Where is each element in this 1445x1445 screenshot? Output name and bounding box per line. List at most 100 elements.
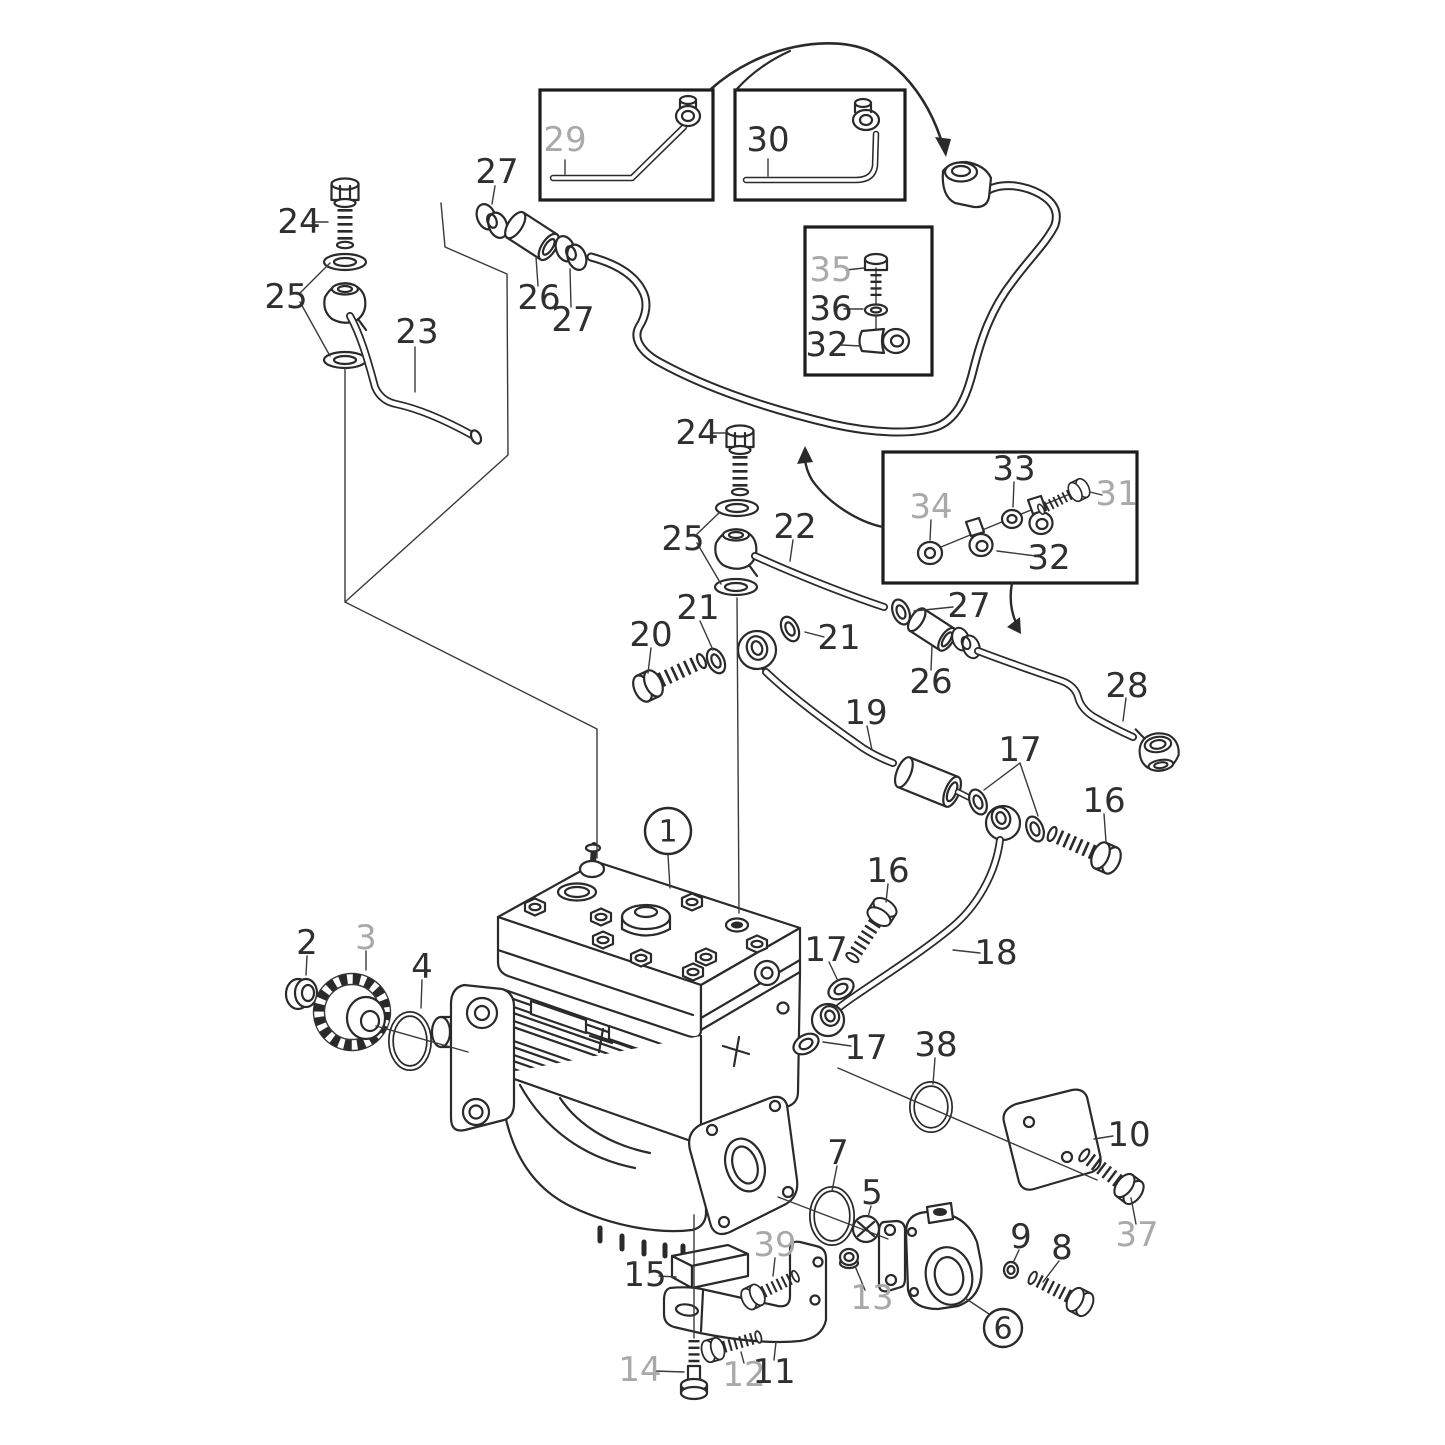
inset-box-clamp-35-36-32 (803, 225, 934, 377)
part-label-27-a: 27 (475, 152, 518, 192)
banjo-bolt-24-left (332, 179, 359, 249)
clamp-27-center (948, 621, 984, 665)
washer-25-lower-center (713, 577, 759, 597)
clamp-32-left (964, 516, 994, 558)
nut-33 (1000, 508, 1024, 530)
pipe-18 (829, 836, 1004, 1017)
part-label-10: 10 (1107, 1115, 1150, 1155)
part-label-8: 8 (1051, 1228, 1073, 1268)
clamp-27-mid-left (551, 229, 591, 277)
o-ring-7 (809, 1186, 855, 1246)
part-label-23: 23 (395, 312, 438, 352)
callout-arrow-clamps-up (797, 446, 885, 529)
hose-main (586, 160, 1061, 437)
part-label-25-left: 25 (264, 277, 307, 317)
bracket-11 (662, 1240, 828, 1344)
cover-plate-10 (1002, 1088, 1102, 1191)
part-label-18: 18 (974, 933, 1017, 973)
svg-text:1: 1 (658, 815, 677, 850)
drive-gear-3 (312, 972, 392, 1052)
part-label-14: 14 (618, 1350, 661, 1390)
nut-13 (838, 1247, 860, 1270)
part-label-29: 29 (543, 120, 586, 160)
compressor-body (430, 842, 802, 1260)
banjo-fitting-28 (1134, 722, 1183, 775)
part-label-26-upper: 26 (517, 278, 560, 318)
svg-text:6: 6 (993, 1312, 1012, 1347)
washer-9 (1002, 1260, 1020, 1280)
pipe-22 (751, 552, 888, 611)
clamp-32-inset-a (858, 327, 911, 355)
clamp-32-right (1026, 494, 1054, 536)
bolt-14 (679, 1340, 709, 1401)
part-label-27-b: 27 (551, 300, 594, 340)
part-label-24-center: 24 (675, 413, 718, 453)
part-label-33: 33 (992, 449, 1035, 489)
output-flange (688, 1095, 799, 1236)
bolt-20 (629, 647, 710, 705)
pump-assembly-6 (877, 1201, 983, 1311)
part-label-35: 35 (809, 250, 852, 290)
banjo-fitting-18-lower (810, 1002, 846, 1038)
part-label-32-a: 32 (805, 325, 848, 365)
hose-26-center (906, 607, 957, 652)
bolt-31 (1034, 476, 1092, 519)
part-label-3: 3 (355, 918, 377, 958)
part-label-16-left: 16 (866, 851, 909, 891)
pipe-fitting-29-icon (674, 94, 702, 128)
pipe-19-union (893, 756, 963, 808)
washer-21-left (702, 644, 730, 678)
nut-2 (284, 977, 319, 1011)
banjo-fitting-25-left (323, 282, 368, 332)
part-label-12: 12 (722, 1355, 765, 1395)
mounting-flange-left (449, 983, 516, 1132)
part-label-1-circled: 1 (643, 806, 693, 856)
part-label-21-a: 21 (676, 588, 719, 628)
part-label-13: 13 (850, 1278, 893, 1318)
head-top-hardware (523, 842, 769, 982)
part-label-19: 19 (844, 693, 887, 733)
part-label-17-b: 17 (804, 930, 847, 970)
banjo-fitting-25-center (714, 528, 759, 578)
part-label-9: 9 (1010, 1217, 1032, 1257)
bolt-8 (1024, 1265, 1097, 1319)
part-label-24-left: 24 (277, 202, 320, 242)
inset-box-pipe-30 (733, 88, 907, 202)
callout-arrow-clamps-down (1007, 581, 1021, 634)
banjo-fitting-17-upper (984, 804, 1022, 842)
banjo-fitting-top (941, 160, 993, 209)
bolt-16-right (1043, 820, 1124, 877)
washer-17-a (964, 785, 992, 819)
part-labels: 29 30 27 24 25 23 26 27 35 3 6 32 24 25 2… (264, 120, 1158, 1395)
washer-36 (863, 303, 889, 317)
part-label-21-b: 21 (817, 618, 860, 658)
pipe-19 (762, 668, 976, 808)
part-label-11: 11 (752, 1352, 795, 1392)
part-label-22: 22 (773, 507, 816, 547)
part-label-17-c: 17 (844, 1028, 887, 1068)
part-label-25-center: 25 (661, 519, 704, 559)
reference-lines (344, 367, 1098, 1339)
part-label-38: 38 (914, 1025, 957, 1065)
head-side-port (753, 959, 781, 987)
part-label-27-c: 27 (947, 586, 990, 626)
pipe-23 (346, 312, 483, 445)
part-label-17-a: 17 (998, 730, 1041, 770)
o-ring-38 (909, 1081, 953, 1133)
bolt-16-left (840, 894, 900, 967)
part-label-20: 20 (629, 615, 672, 655)
nut-34 (916, 540, 944, 566)
part-label-34: 34 (909, 487, 952, 527)
inset-box-pipe-29 (538, 88, 715, 202)
part-label-28: 28 (1105, 666, 1148, 706)
inset-box-clamps-31-34 (881, 450, 1139, 585)
washer-17-b (1021, 812, 1049, 846)
pipe-28 (974, 647, 1183, 775)
washer-25-upper-center (714, 498, 760, 518)
washer-21-right (776, 612, 804, 646)
banjo-bolt-24-center (727, 426, 754, 496)
part-label-32-b: 32 (1027, 538, 1070, 578)
part-label-30: 30 (746, 120, 789, 160)
washer-25-lower-left (322, 350, 368, 370)
